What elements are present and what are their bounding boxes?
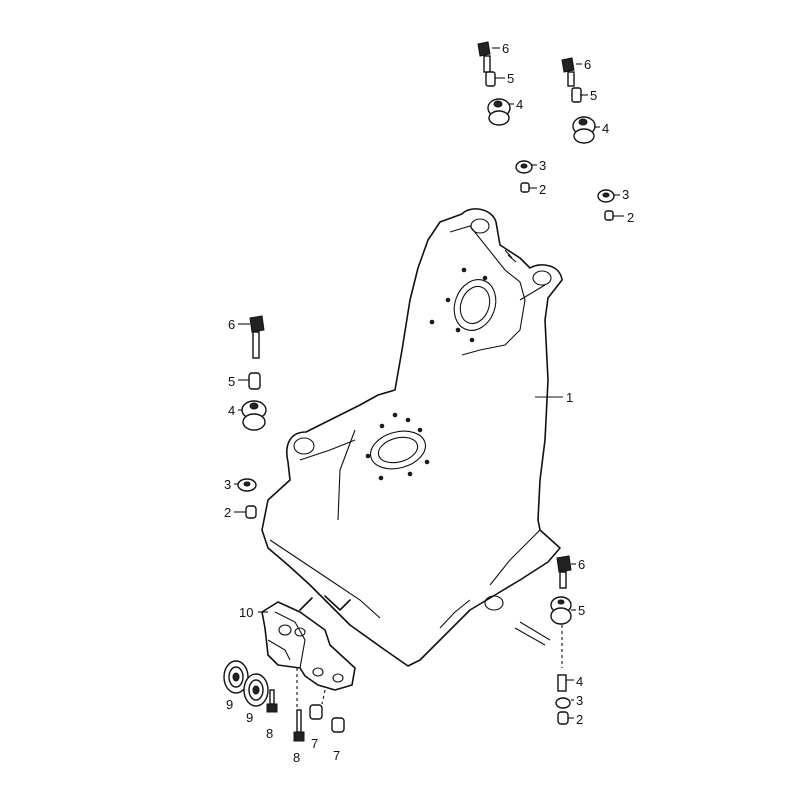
callout-2: 2 [627,210,634,225]
nut-7a [309,704,323,720]
callout-9: 9 [246,710,253,725]
callout-5: 5 [507,71,514,86]
callout-2: 2 [539,182,546,197]
washer-nut-upper-right [597,189,615,221]
mount-stack-upper-right [561,57,596,144]
bolt-head-6 [561,57,575,73]
callout-5: 5 [590,88,597,103]
callout-6: 6 [584,57,591,72]
callout-8: 8 [266,726,273,741]
callout-5: 5 [228,374,235,389]
callout-5: 5 [578,603,585,618]
callout-2: 2 [224,505,231,520]
mount-bracket [261,601,356,691]
callout-4: 4 [228,403,235,418]
spacer-5 [485,71,496,87]
leader-lines [234,47,624,719]
callout-labels: 1 2 2 2 2 3 3 3 3 4 4 4 4 5 5 5 5 6 6 6 … [224,41,634,765]
callout-2: 2 [576,712,583,727]
callout-10: 10 [239,605,253,620]
callout-3: 3 [224,477,231,492]
callout-8: 8 [293,750,300,765]
callout-7: 7 [333,748,340,763]
callout-9: 9 [226,697,233,712]
callout-7: 7 [311,736,318,751]
callout-3: 3 [539,158,546,173]
nut-7b [331,717,345,733]
bolt-head-6 [477,41,491,57]
bolt-8b [293,709,305,742]
mount-stack-lower-right [550,555,572,725]
callout-4: 4 [576,674,583,689]
washer-nut-upper-middle [515,160,533,193]
rubber-bushing-9a [223,660,249,694]
callout-3: 3 [622,187,629,202]
callout-6: 6 [228,317,235,332]
mount-stack-left [237,315,267,519]
bolt-8a [266,689,278,713]
callout-4: 4 [602,121,609,136]
callout-6: 6 [502,41,509,56]
bolt-shank [567,71,575,87]
mount-stack-upper-left [477,41,511,126]
callout-4: 4 [516,97,523,112]
spacer-5 [571,87,582,103]
callout-6: 6 [578,557,585,572]
rubber-bushing-9b [243,673,269,707]
callout-1: 1 [566,390,573,405]
callout-3: 3 [576,693,583,708]
bolt-shank [483,55,491,73]
frame-housing [261,208,563,667]
